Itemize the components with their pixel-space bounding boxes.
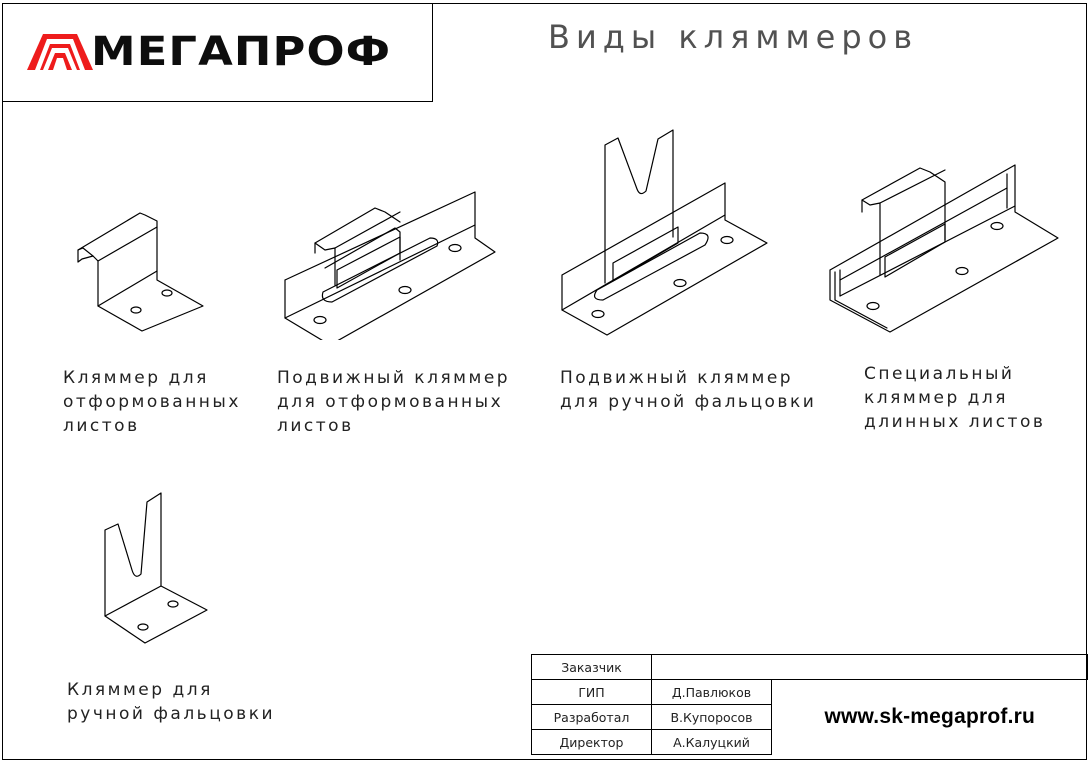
drawing-frame [2, 3, 1087, 760]
website-link[interactable]: www.sk-megaprof.ru [824, 705, 1036, 729]
person-name: Д.Павлюков [651, 679, 772, 705]
customer-value [651, 654, 1088, 680]
title-block-row: Разработал В.Купоросов [531, 704, 1088, 730]
caption-clamp-formed: Кляммер для отформованных листов [63, 368, 241, 436]
brand-name: МЕГАПРОФ [91, 29, 392, 75]
title-block-row-customer: Заказчик [531, 654, 1088, 680]
role-label: Директор [531, 729, 652, 755]
person-name: В.Купоросов [651, 704, 772, 730]
title-block-row: Директор А.Калуцкий [531, 729, 1088, 755]
role-label: ГИП [531, 679, 652, 705]
caption-special-clamp-long: Специальный кляммер для длинных листов [864, 364, 1046, 432]
title-block: Заказчик ГИП Д.Павлюков www.sk-megaprof.… [531, 654, 1088, 755]
caption-sliding-clamp-formed: Подвижный кляммер для отформованных лист… [277, 368, 511, 436]
sliding-clamp-formed-drawing [284, 191, 496, 340]
customer-label: Заказчик [531, 654, 652, 680]
megaprof-logo-icon [27, 34, 93, 70]
role-label: Разработал [531, 704, 652, 730]
sliding-clamp-manual-drawing [561, 129, 768, 336]
caption-sliding-clamp-manual: Подвижный кляммер для ручной фальцовки [560, 368, 817, 412]
clamp-formed-drawing [77, 212, 204, 332]
clamp-manual-drawing [104, 492, 208, 644]
special-clamp-long-drawing [829, 164, 1059, 333]
person-name: А.Калуцкий [651, 729, 772, 755]
page-title: Виды кляммеров [548, 18, 919, 56]
caption-clamp-manual: Кляммер для ручной фальцовки [67, 680, 276, 724]
website-cell: www.sk-megaprof.ru [771, 679, 1088, 755]
logo-box: МЕГАПРОФ [2, 3, 433, 102]
title-block-row: ГИП Д.Павлюков www.sk-megaprof.ru [531, 679, 1088, 755]
